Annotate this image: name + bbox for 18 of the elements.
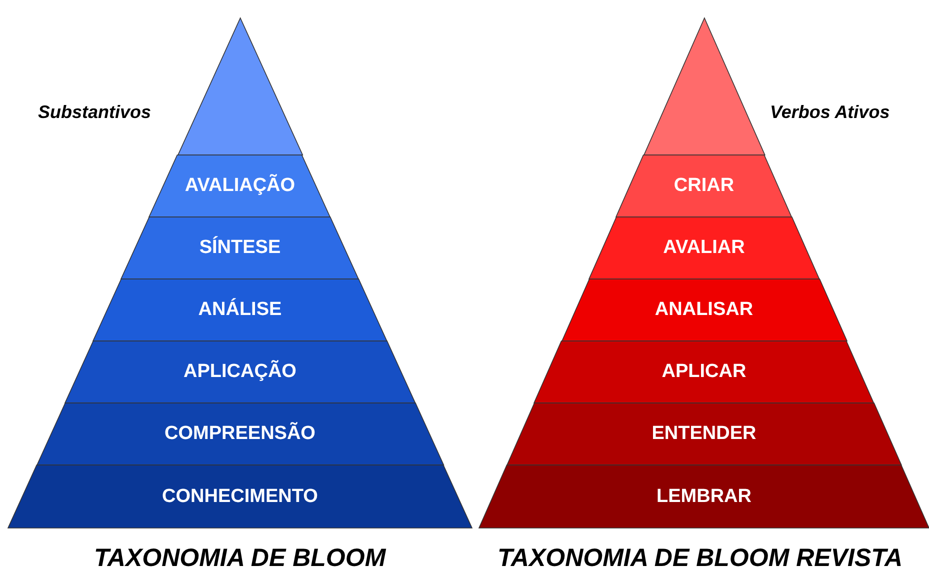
pyramid-level: ANÁLISE — [93, 279, 387, 341]
pyramid-level: AVALIAÇÃO — [149, 155, 331, 217]
pyramid-level: APLICAÇÃO — [64, 341, 416, 403]
pyramid-title: TAXONOMIA DE BLOOM REVISTA — [498, 544, 903, 573]
side-label: Substantivos — [38, 102, 152, 123]
pyramid-title: TAXONOMIA DE BLOOM — [94, 544, 386, 573]
pyramid-level: APLICAR — [534, 341, 874, 403]
pyramid-level: ANALISAR — [562, 279, 846, 341]
pyramid-level: SÍNTESE — [121, 217, 359, 279]
pyramid-level: CRIAR — [616, 155, 792, 217]
pyramid-level: LEMBRAR — [479, 465, 929, 528]
side-label: Verbos Ativos — [770, 102, 890, 123]
pyramid-level: ENTENDER — [506, 403, 902, 465]
pyramid-level: AVALIAR — [588, 217, 820, 279]
pyramid-apex — [178, 18, 302, 155]
pyramid-apex — [644, 18, 764, 155]
pyramid-level: CONHECIMENTO — [8, 465, 472, 528]
pyramid-level: COMPREENSÃO — [36, 403, 444, 465]
